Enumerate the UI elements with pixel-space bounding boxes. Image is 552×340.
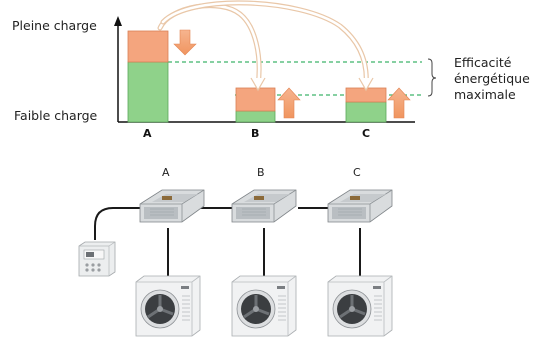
indoor-unit-icon xyxy=(327,189,393,223)
efficiency-label-3: maximale xyxy=(454,87,516,102)
indoor-unit-icon xyxy=(231,189,297,223)
efficiency-label-1: Efficacité xyxy=(454,55,512,70)
chart-label-a: A xyxy=(143,127,152,140)
full-load-label: Pleine charge xyxy=(12,18,97,33)
down-arrow-a xyxy=(173,29,197,56)
unit-label-a: A xyxy=(162,166,170,179)
indoor-unit-icon xyxy=(139,189,205,223)
chart-label-b: B xyxy=(251,127,260,140)
outdoor-unit-icon xyxy=(231,275,297,337)
efficiency-bracket xyxy=(427,58,437,97)
up-arrow-b xyxy=(277,87,301,119)
efficiency-label-2: énergétique xyxy=(454,71,530,86)
bar-a xyxy=(127,30,169,123)
outdoor-unit-icon xyxy=(327,275,393,337)
bar-b xyxy=(235,87,276,123)
bar-c xyxy=(345,87,387,123)
up-arrow-c xyxy=(387,87,411,119)
unit-label-c: C xyxy=(353,166,361,179)
outdoor-unit-icon xyxy=(135,275,201,337)
low-load-label: Faible charge xyxy=(14,108,98,123)
unit-label-b: B xyxy=(257,166,265,179)
chart-label-c: C xyxy=(362,127,371,140)
load-transfer-arrows xyxy=(157,0,374,92)
remote-controller-icon xyxy=(78,241,116,277)
communication-cables xyxy=(94,207,361,276)
